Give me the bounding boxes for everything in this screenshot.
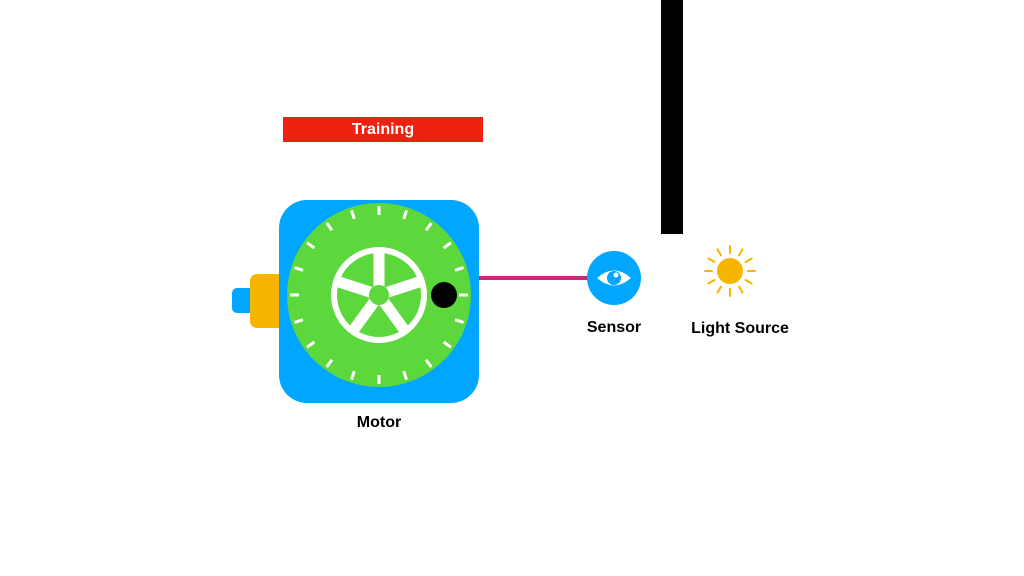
sun-ray xyxy=(744,279,753,285)
gear-tick xyxy=(454,266,465,272)
sun-ray xyxy=(738,248,744,257)
gear-tick xyxy=(293,266,304,272)
wheel-rim xyxy=(331,247,427,343)
gear-tick xyxy=(442,241,452,250)
motor-coupler xyxy=(250,274,282,328)
sun-icon[interactable] xyxy=(700,240,760,300)
gear-tick xyxy=(350,370,356,381)
gear-tick xyxy=(306,241,316,250)
sensor[interactable] xyxy=(587,251,641,305)
gear-tick xyxy=(325,222,334,232)
gear-tick xyxy=(424,222,433,232)
sun-ray xyxy=(738,285,744,294)
gear-tick xyxy=(350,209,356,220)
gear-tick xyxy=(325,358,334,368)
eye-icon xyxy=(597,270,631,286)
light-source-label: Light Source xyxy=(691,320,789,337)
wall-barrier xyxy=(661,0,683,234)
sun-ray xyxy=(707,279,716,285)
wheel-hub xyxy=(369,285,389,305)
gear-tick xyxy=(454,318,465,324)
sun-ray xyxy=(716,285,722,294)
gear-tick xyxy=(402,209,408,220)
gear-marker-dot xyxy=(431,282,457,308)
sun-ray xyxy=(707,257,716,263)
sun-ray xyxy=(716,248,722,257)
sun-ray xyxy=(744,257,753,263)
gear-tick xyxy=(424,358,433,368)
motor-label: Motor xyxy=(356,414,402,431)
connection-wire xyxy=(479,276,589,280)
gear-tick xyxy=(306,340,316,349)
training-banner: Training xyxy=(283,117,483,142)
motor-shaft xyxy=(232,288,254,313)
gear-tick xyxy=(442,340,452,349)
gear-tick xyxy=(293,318,304,324)
gear-tick xyxy=(402,370,408,381)
gear-wheel-icon xyxy=(287,203,471,387)
sensor-label: Sensor xyxy=(586,319,642,336)
